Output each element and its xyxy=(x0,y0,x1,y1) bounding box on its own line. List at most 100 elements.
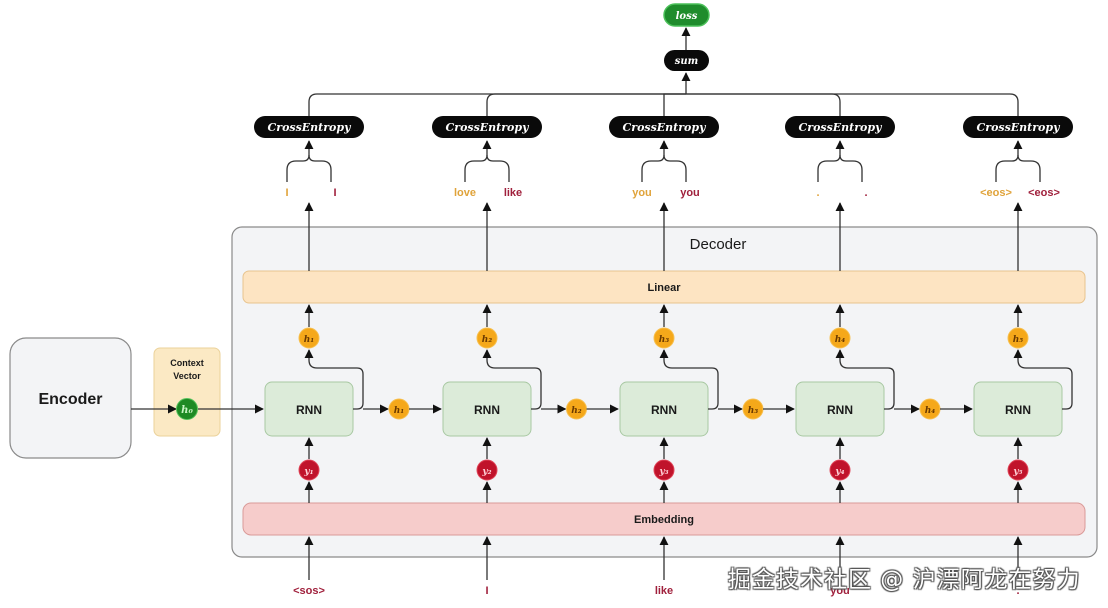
cross-entropy-node: CrossEntropy xyxy=(785,116,895,138)
target-word: like xyxy=(504,187,522,199)
output-hidden-label: h₅ xyxy=(1013,335,1024,345)
loss-node: loss xyxy=(663,3,710,27)
state-hidden-label: h₁ xyxy=(394,406,405,416)
input-embed-label: y₄ xyxy=(834,467,844,477)
output-hidden-circle xyxy=(829,327,851,349)
sum-label: sum xyxy=(675,56,698,67)
context-vector-label-line1: Context xyxy=(170,358,204,368)
cross-entropy-label: CrossEntropy xyxy=(446,121,531,134)
input-word: you xyxy=(830,585,850,597)
context-vector-label-line2: Vector xyxy=(173,371,201,381)
rnn-to-hidden-path xyxy=(304,349,364,410)
input-word: like xyxy=(655,585,673,597)
cross-entropy-node: CrossEntropy xyxy=(254,116,364,138)
rnn-label: RNN xyxy=(1005,403,1031,417)
output-hidden-circle xyxy=(653,327,675,349)
encoder-block: Encoder xyxy=(9,337,132,459)
input-embed-circle xyxy=(829,459,851,481)
watermark: 掘金技术社区 @ 沪漂阿龙在努力 xyxy=(728,567,1081,593)
cross-entropy-pill xyxy=(432,116,542,138)
output-hidden-circle xyxy=(476,327,498,349)
output-hidden-label: h₄ xyxy=(835,335,846,345)
target-word: <eos> xyxy=(1028,187,1060,199)
cross-entropy-node: CrossEntropy xyxy=(432,116,542,138)
input-word: I xyxy=(485,585,488,597)
cross-entropy-label: CrossEntropy xyxy=(977,121,1062,134)
prediction-brace xyxy=(464,140,492,182)
cross-entropy-pill xyxy=(785,116,895,138)
target-word: . xyxy=(864,187,867,199)
ce-to-sum-connector xyxy=(663,93,686,117)
output-hidden-circle xyxy=(1007,327,1029,349)
predicted-word: love xyxy=(454,187,476,199)
prediction-brace xyxy=(817,140,845,182)
loss-pill xyxy=(663,3,710,27)
cross-entropy-pill xyxy=(254,116,364,138)
target-brace xyxy=(663,154,687,182)
connectors xyxy=(308,72,1019,117)
prediction-brace xyxy=(641,140,669,182)
context-hidden-label: h₀ xyxy=(181,405,193,416)
ce-to-sum-connector xyxy=(486,93,686,117)
input-word: <sos> xyxy=(293,585,325,597)
ce-to-sum-connector xyxy=(686,93,841,117)
linear-label: Linear xyxy=(647,282,681,294)
decoder-step: CrossEntropy <eos> <eos> h₅ RNN y₅. xyxy=(963,116,1073,597)
input-embed-label: y₃ xyxy=(658,467,668,477)
input-word: . xyxy=(1016,585,1019,597)
predicted-word: . xyxy=(816,187,819,199)
target-brace xyxy=(308,154,332,182)
input-embed-circle xyxy=(1007,459,1029,481)
prediction-brace xyxy=(286,140,314,182)
output-hidden-label: h₃ xyxy=(659,335,670,345)
output-hidden-label: h₁ xyxy=(304,335,315,345)
predicted-word: <eos> xyxy=(980,187,1012,199)
predicted-word: you xyxy=(632,187,652,199)
target-brace xyxy=(486,154,510,182)
sum-pill xyxy=(664,50,709,71)
ce-to-sum-connector xyxy=(308,93,686,117)
input-embed-label: y₁ xyxy=(303,467,313,477)
embedding-label: Embedding xyxy=(634,514,694,526)
predicted-word: I xyxy=(285,187,288,199)
decoder-title: Decoder xyxy=(690,236,747,253)
state-hidden-label: h₃ xyxy=(748,406,759,416)
encoder-label: Encoder xyxy=(38,391,102,408)
context-vector-box xyxy=(153,347,221,437)
target-brace xyxy=(839,154,863,182)
output-hidden-label: h₂ xyxy=(482,335,493,345)
sum-node: sum xyxy=(664,50,709,71)
input-embed-label: y₂ xyxy=(481,467,491,477)
input-embed-circle xyxy=(476,459,498,481)
state-hidden-label: h₂ xyxy=(571,406,582,416)
input-embed-label: y₅ xyxy=(1012,467,1022,477)
cross-entropy-label: CrossEntropy xyxy=(799,121,884,134)
loss-label: loss xyxy=(676,11,698,22)
state-hidden-label: h₄ xyxy=(925,406,936,416)
context-hidden-node: h₀ xyxy=(176,398,198,420)
ce-to-sum-connector xyxy=(686,93,1019,117)
target-brace xyxy=(1017,154,1041,182)
target-word: you xyxy=(680,187,700,199)
rnn-label: RNN xyxy=(827,403,853,417)
rnn-label: RNN xyxy=(651,403,677,417)
context-vector-block: Context Vector xyxy=(153,347,221,437)
decoder-step: CrossEntropy.. h₄ RNN y₄ you h₄ xyxy=(785,116,973,597)
cross-entropy-pill xyxy=(963,116,1073,138)
prediction-brace xyxy=(995,140,1023,182)
cross-entropy-node: CrossEntropy xyxy=(963,116,1073,138)
encoder-box xyxy=(9,337,132,459)
rnn-to-hidden-path xyxy=(835,349,895,410)
input-embed-circle xyxy=(653,459,675,481)
context-hidden-circle xyxy=(176,398,198,420)
target-word: I xyxy=(333,187,336,199)
rnn-label: RNN xyxy=(296,403,322,417)
cross-entropy-pill xyxy=(609,116,719,138)
rnn-to-hidden-path xyxy=(659,349,719,410)
cross-entropy-label: CrossEntropy xyxy=(268,121,353,134)
